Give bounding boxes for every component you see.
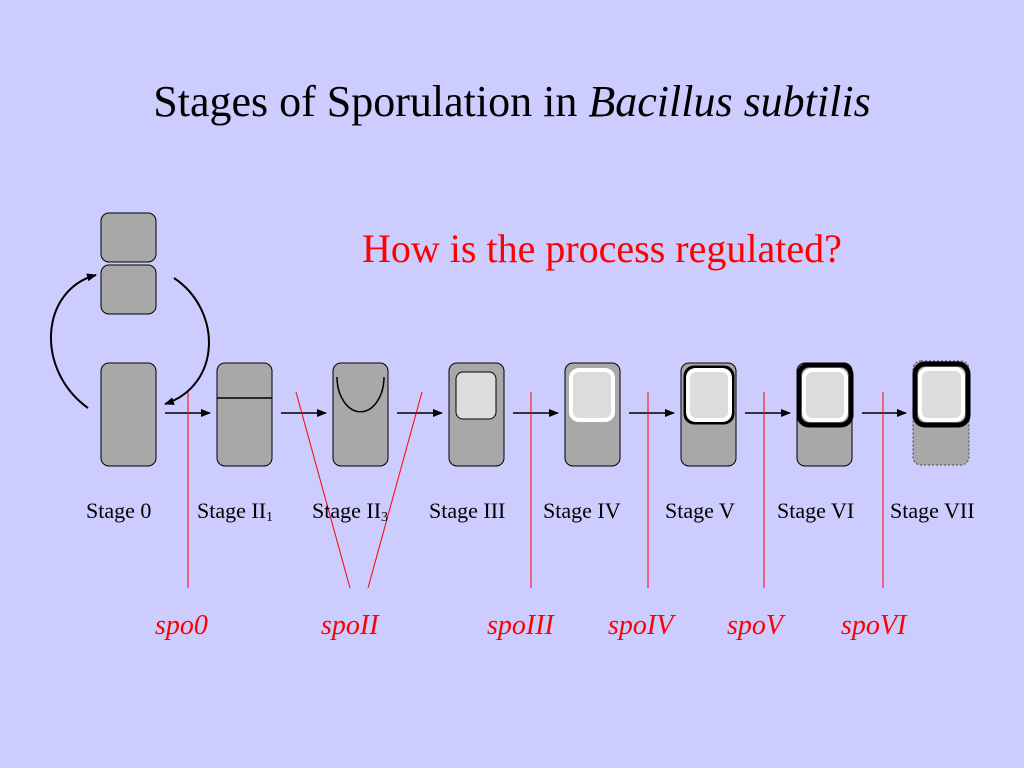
stage-v-forespore: [686, 368, 732, 422]
stage-label-0: Stage 0: [86, 498, 152, 523]
stage-vii-forespore: [918, 367, 965, 422]
stage-ii1-cell: [216, 362, 273, 467]
gene-label-spoiv: spoIV: [608, 610, 674, 641]
stage-0-cell: [100, 362, 157, 467]
cycle-arrow-right: [164, 277, 210, 405]
dividing-cell-top: [100, 212, 157, 263]
title-main: Stages of Sporulation in: [153, 77, 589, 126]
stage-label-iv: Stage IV: [543, 498, 621, 523]
stage-vii-spore-coat: [912, 361, 971, 428]
stage-label-iii: Stage III: [429, 498, 506, 523]
question-text: How is the process regulated?: [362, 226, 842, 271]
gene-label-spoiii: spoIII: [487, 610, 554, 641]
stage-iv-forespore: [569, 368, 615, 422]
gene-label-spov: spoV: [727, 610, 783, 641]
dividing-cell-bottom: [100, 264, 157, 315]
gene-line-spoii-right: [367, 391, 423, 589]
page-title: Stages of Sporulation in Bacillus subtil…: [0, 72, 1024, 132]
gene-label-spo0: spo0: [155, 610, 208, 641]
stage-label-vii: Stage VII: [890, 498, 975, 523]
stage-ii3-engulfing-membrane: [336, 376, 385, 413]
cycle-arrow-left: [49, 273, 97, 409]
stage-v-spore-coat: [683, 365, 735, 425]
stage-ii3-cell: [332, 362, 389, 467]
stage-label-vi: Stage VI: [777, 498, 855, 523]
stage-label-ii1: Stage II1: [197, 498, 274, 525]
stage-vi-forespore: [802, 368, 848, 422]
stage-label-v: Stage V: [665, 498, 735, 523]
gene-label-spoii: spoII: [321, 610, 379, 641]
gene-line-spoii-left: [295, 391, 351, 589]
stage-iii-forespore: [455, 371, 497, 420]
stage-vi-spore-coat: [796, 362, 854, 428]
title-species: Bacillus subtilis: [588, 77, 871, 126]
gene-label-spovi: spoVI: [841, 610, 907, 641]
stage-label-ii3: Stage II3: [312, 498, 389, 525]
